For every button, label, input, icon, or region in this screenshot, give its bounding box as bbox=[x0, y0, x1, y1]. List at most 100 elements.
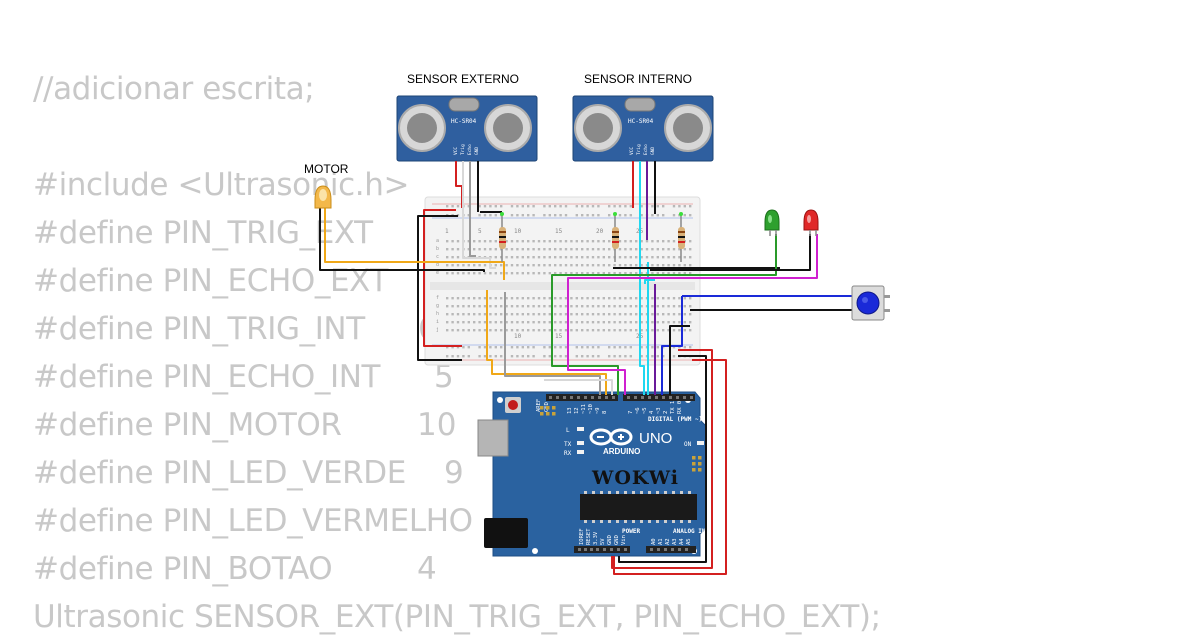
bb-row-label: i bbox=[436, 319, 439, 325]
breadboard-hole bbox=[500, 321, 503, 324]
breadboard-hole bbox=[581, 355, 584, 358]
code-line-8: #define PIN_MOTOR bbox=[33, 407, 342, 443]
code-line-10: #define PIN_LED_VERMELHO bbox=[33, 503, 473, 539]
wire-black bbox=[319, 208, 485, 272]
breadboard-hole bbox=[672, 321, 676, 324]
breadboard-hole bbox=[451, 240, 454, 243]
breadboard-hole bbox=[489, 329, 492, 332]
breadboard-hole bbox=[581, 272, 584, 275]
breadboard-hole bbox=[667, 329, 670, 332]
breadboard-hole bbox=[662, 313, 665, 316]
breadboard-hole bbox=[575, 205, 578, 208]
chip-leg bbox=[616, 491, 619, 494]
chip-leg bbox=[640, 520, 643, 523]
breadboard[interactable]: 1 5 10 15 20 25 10 15 25 a b c d e f g h… bbox=[424, 196, 701, 366]
digital-pin-label: 2 bbox=[663, 411, 669, 414]
breadboard-hole bbox=[516, 248, 519, 251]
led-red[interactable] bbox=[803, 209, 819, 236]
breadboard-hole bbox=[483, 297, 487, 300]
breadboard-hole bbox=[662, 305, 665, 308]
breadboard-hole bbox=[446, 205, 449, 208]
breadboard-hole bbox=[613, 297, 616, 300]
sensor-model: HC-SR04 bbox=[628, 118, 654, 125]
bb-row-label: g bbox=[436, 303, 439, 309]
breadboard-hole bbox=[521, 248, 524, 251]
breadboard-hole bbox=[651, 256, 654, 259]
breadboard-hole bbox=[656, 248, 659, 251]
breadboard-hole bbox=[478, 355, 481, 358]
breadboard-hole bbox=[505, 297, 508, 300]
breadboard-hole bbox=[446, 248, 449, 251]
breadboard-hole bbox=[473, 272, 476, 275]
chip-leg bbox=[648, 520, 651, 523]
sensor-interno[interactable]: SENSOR INTERNO HC-SR04 VCC Trig Echo GND bbox=[572, 72, 714, 162]
breadboard-hole bbox=[532, 313, 535, 316]
breadboard-hole bbox=[613, 272, 616, 275]
push-button[interactable] bbox=[851, 285, 890, 321]
breadboard-hole bbox=[624, 264, 627, 267]
motor[interactable]: MOTOR bbox=[304, 162, 349, 209]
breadboard-hole bbox=[602, 313, 605, 316]
breadboard-hole bbox=[516, 272, 519, 275]
breadboard-hole bbox=[489, 205, 492, 208]
wire-magenta bbox=[567, 234, 818, 282]
header-pin bbox=[690, 396, 693, 399]
breadboard-hole bbox=[629, 297, 632, 300]
breadboard-hole bbox=[618, 297, 622, 300]
breadboard-hole bbox=[581, 297, 584, 300]
breadboard-hole bbox=[510, 272, 514, 275]
breadboard-hole bbox=[662, 214, 665, 217]
breadboard-hole bbox=[683, 297, 686, 300]
breadboard-hole bbox=[462, 329, 465, 332]
analog-pin-label: A3 bbox=[672, 538, 678, 545]
breadboard-hole bbox=[559, 297, 562, 300]
breadboard-hole bbox=[483, 321, 487, 324]
wire-blue bbox=[661, 296, 683, 395]
usb-port bbox=[477, 419, 509, 457]
breadboard-hole bbox=[689, 256, 692, 259]
breadboard-hole bbox=[494, 355, 497, 358]
breadboard-hole bbox=[451, 256, 454, 259]
breadboard-hole bbox=[618, 305, 622, 308]
chip-leg bbox=[648, 491, 651, 494]
sensor-externo[interactable]: SENSOR EXTERNO HC-SR04 VCC Trig Echo GND bbox=[396, 72, 538, 162]
reset-button[interactable] bbox=[508, 400, 518, 410]
breadboard-hole bbox=[527, 272, 530, 275]
breadboard-hole bbox=[667, 305, 670, 308]
breadboard-hole bbox=[554, 214, 557, 217]
breadboard-hole bbox=[527, 297, 530, 300]
breadboard-hole bbox=[505, 248, 508, 251]
wire-red bbox=[611, 349, 713, 569]
header-pin bbox=[655, 396, 658, 399]
breadboard-hole bbox=[473, 329, 476, 332]
led-green[interactable] bbox=[764, 209, 780, 236]
breadboard-hole bbox=[456, 240, 460, 243]
breadboard-hole bbox=[483, 346, 487, 349]
breadboard-hole bbox=[618, 321, 622, 324]
breadboard-hole bbox=[651, 248, 654, 251]
breadboard-hole bbox=[651, 329, 654, 332]
breadboard-hole bbox=[586, 329, 589, 332]
breadboard-hole bbox=[667, 248, 670, 251]
breadboard-hole bbox=[505, 240, 508, 243]
led-tx bbox=[577, 441, 584, 445]
breadboard-hole bbox=[500, 264, 503, 267]
breadboard-hole bbox=[500, 256, 503, 259]
header-pin bbox=[664, 548, 667, 551]
breadboard-hole bbox=[651, 346, 654, 349]
breadboard-hole bbox=[478, 240, 481, 243]
pin-trig-label: Trig bbox=[460, 144, 466, 155]
breadboard-hole bbox=[662, 264, 665, 267]
breadboard-hole bbox=[554, 248, 557, 251]
breadboard-hole bbox=[564, 248, 568, 251]
breadboard-hole bbox=[575, 355, 578, 358]
breadboard-hole bbox=[532, 297, 535, 300]
header-pin bbox=[578, 548, 581, 551]
breadboard-hole bbox=[543, 355, 546, 358]
breadboard-hole bbox=[489, 272, 492, 275]
header-pin bbox=[590, 548, 593, 551]
breadboard-hole bbox=[672, 240, 676, 243]
breadboard-hole bbox=[618, 313, 622, 316]
